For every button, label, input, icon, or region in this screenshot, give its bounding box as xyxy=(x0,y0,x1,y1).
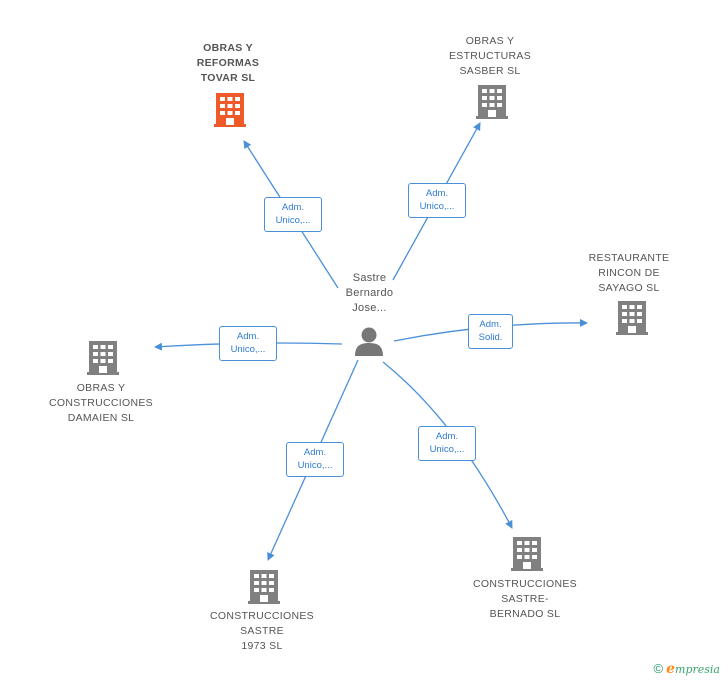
relation-badge-c5[interactable]: Adm. Unico,... xyxy=(286,442,344,477)
relation-badge-c3[interactable]: Adm. Solid. xyxy=(468,314,513,349)
relation-badge-c6[interactable]: Adm. Unico,... xyxy=(418,426,476,461)
company-name-c2[interactable]: OBRAS Y ESTRUCTURAS SASBER SL xyxy=(448,35,532,77)
building-icon[interactable] xyxy=(214,93,246,127)
building-icon[interactable] xyxy=(476,85,508,119)
relation-badge-c2[interactable]: Adm. Unico,... xyxy=(408,183,466,218)
person-name[interactable]: Sastre Bernardo Jose... xyxy=(345,272,394,314)
brand-footer: ©empresia xyxy=(654,661,720,677)
company-name-c4[interactable]: OBRAS Y CONSTRUCCIONES DAMAIEN SL xyxy=(49,382,153,424)
company-name-c1[interactable]: OBRAS Y REFORMAS TOVAR SL xyxy=(196,42,260,84)
copyright-symbol: © xyxy=(653,661,664,676)
person-icon[interactable] xyxy=(354,327,384,356)
relation-badge-c1[interactable]: Adm. Unico,... xyxy=(264,197,322,232)
building-icon[interactable] xyxy=(87,341,119,375)
company-name-c5[interactable]: CONSTRUCCIONES SASTRE 1973 SL xyxy=(210,610,314,652)
building-icon[interactable] xyxy=(248,570,280,604)
company-name-c6[interactable]: CONSTRUCCIONES SASTRE- BERNADO SL xyxy=(473,578,577,620)
brand-logo: empresia xyxy=(666,661,720,677)
company-name-c3[interactable]: RESTAURANTE RINCON DE SAYAGO SL xyxy=(588,252,670,294)
building-icon[interactable] xyxy=(616,301,648,335)
relation-badge-c4[interactable]: Adm. Unico,... xyxy=(219,326,277,361)
building-icon[interactable] xyxy=(511,537,543,571)
